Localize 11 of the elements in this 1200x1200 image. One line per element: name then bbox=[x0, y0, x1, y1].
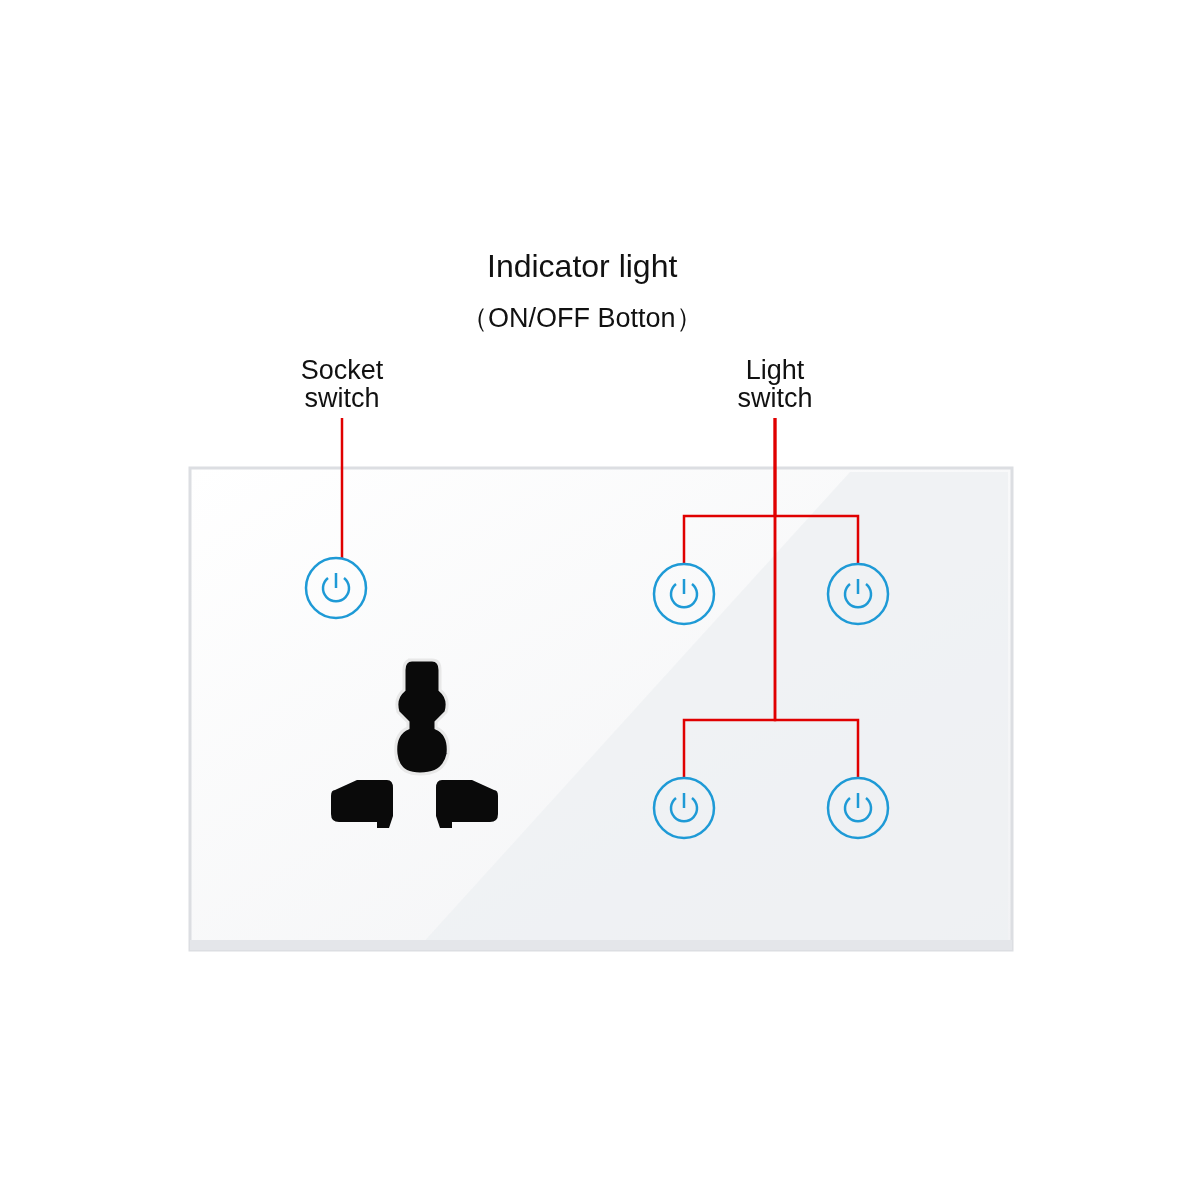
power-button-icon bbox=[304, 556, 368, 620]
leader-line bbox=[773, 418, 860, 778]
callout-label: Socket switch bbox=[287, 356, 397, 412]
power-button-icon bbox=[652, 776, 716, 840]
power-button-icon bbox=[652, 562, 716, 626]
power-button-icon bbox=[826, 776, 890, 840]
power-button-icon bbox=[826, 562, 890, 626]
heading-label: Indicator light bbox=[487, 248, 678, 285]
callout-label: Light switch bbox=[720, 356, 830, 412]
subheading-label: （ON/OFF Botton） bbox=[461, 302, 703, 335]
leader-line bbox=[340, 418, 344, 558]
